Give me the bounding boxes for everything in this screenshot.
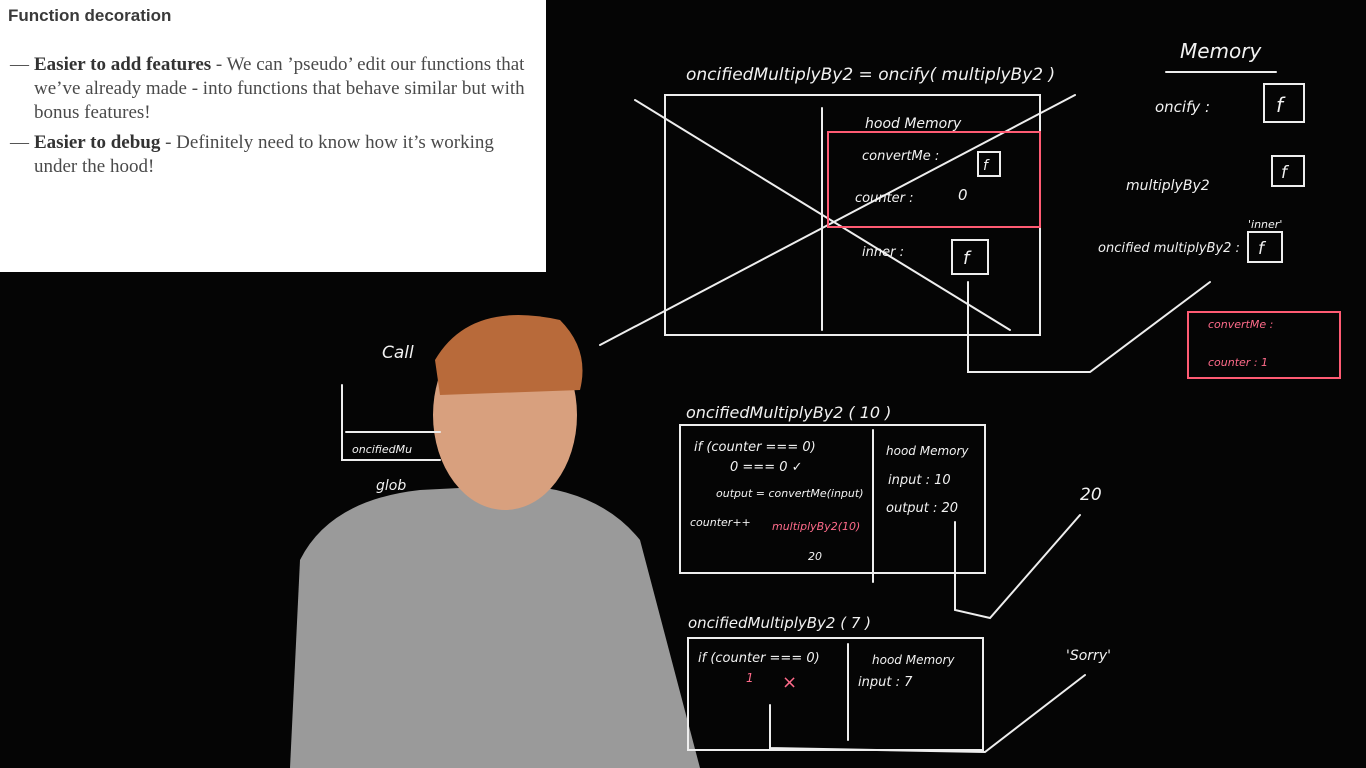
top-heading: oncifiedMultiplyBy2 = oncify( multiplyBy… (686, 65, 1055, 85)
call2-if: if (counter === 0) (698, 651, 820, 666)
call1-output: output = convertMe(input) (716, 487, 864, 500)
bullet-item: — Easier to debug - Definitely need to k… (10, 131, 530, 179)
call2-one: 1 (746, 671, 754, 685)
convert-me-label: convertMe : (862, 149, 939, 164)
memory-multiply-f-box (1271, 155, 1305, 187)
call2-heading: oncifiedMultiplyBy2 ( 7 ) (688, 614, 871, 632)
counter-label: counter : (855, 191, 914, 206)
bullet-dash: — (10, 54, 29, 75)
bullet-item: — Easier to add features - We can ’pseud… (10, 53, 530, 125)
call1-input: input : 10 (888, 473, 951, 488)
memory-oncify: oncify : (1155, 98, 1210, 116)
memory-backpack-box (1187, 311, 1341, 379)
memory-oncify-f-box (1263, 83, 1305, 123)
memory-inner-label: 'inner' (1248, 218, 1282, 231)
call1-twenty: 20 (808, 550, 822, 563)
call1-zero: 0 === 0 ✓ (730, 460, 803, 475)
convert-me-f: f (983, 158, 990, 174)
memory-oncified-f-box (1247, 231, 1283, 263)
call-stack-item: oncifiedMu (352, 443, 412, 456)
call1-hood: hood Memory (886, 444, 969, 458)
bullet-heading: Easier to debug (34, 132, 161, 153)
backpack-title: hood Memory (865, 116, 962, 132)
slide-overlay: Function decoration — Easier to add feat… (0, 0, 546, 272)
call1-box (679, 424, 986, 574)
bullet-list: — Easier to add features - We can ’pseud… (10, 53, 530, 185)
slide-title: Function decoration (8, 6, 172, 25)
call2-return-arrow (769, 674, 1086, 754)
call1-output-mem: output : 20 (886, 501, 958, 516)
memory-oncify-f: f (1276, 93, 1286, 117)
cross-line-a (634, 99, 1011, 331)
inner-arrow (967, 281, 1211, 373)
call1-heading: oncifiedMultiplyBy2 ( 10 ) (686, 403, 891, 422)
inner-label: inner : (862, 245, 904, 260)
call1-multiply: multiplyBy2(10) (772, 520, 860, 533)
memory-oncified-f: f (1258, 239, 1267, 259)
presenter-figure (290, 315, 700, 768)
cross-line-b (599, 94, 1076, 346)
memory-backpack-convert: convertMe : (1208, 318, 1273, 331)
memory-oncified: oncified multiplyBy2 : (1098, 241, 1240, 256)
memory-multiply-f: f (1281, 163, 1290, 183)
bullet-text: - We can ’pseudo’ edit our functions tha… (34, 54, 525, 123)
memory-backpack-counter: counter : 1 (1208, 356, 1268, 369)
result-20: 20 (1080, 485, 1102, 505)
convert-me-f-box (977, 151, 1001, 177)
memory-multiply: multiplyBy2 (1126, 178, 1210, 194)
call1-counter: counter++ (690, 516, 751, 529)
bullet-heading: Easier to add features (34, 54, 212, 75)
call2-cross: × (782, 672, 797, 693)
counter-value: 0 (958, 186, 968, 204)
memory-title: Memory (1180, 39, 1263, 63)
call1-return-arrow (954, 514, 1081, 620)
backpack-red-box (827, 131, 1041, 228)
call-stack-global: glob (376, 478, 406, 494)
result-sorry: 'Sorry' (1066, 648, 1111, 664)
call1-if: if (counter === 0) (694, 440, 816, 455)
call-stack-label: Call (382, 343, 414, 363)
bullet-text: - Definitely need to know how it’s worki… (34, 132, 494, 177)
bullet-dash: — (10, 132, 29, 153)
inner-f-box (951, 239, 989, 275)
call2-hood: hood Memory (872, 653, 955, 667)
call-stack-box (341, 384, 441, 461)
inner-f: f (963, 248, 972, 269)
call2-input: input : 7 (858, 675, 913, 690)
